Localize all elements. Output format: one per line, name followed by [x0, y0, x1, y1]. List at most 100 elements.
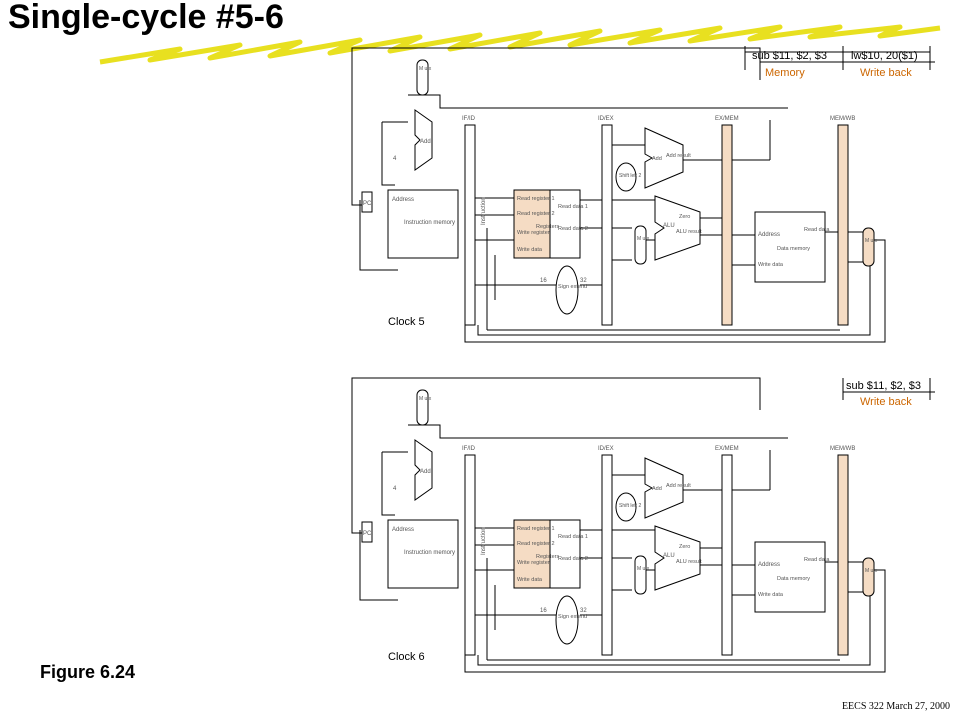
- pc-adder-label-clock6: Add: [420, 469, 431, 475]
- shift-left-2-clock6: [615, 492, 637, 522]
- registers-label-clock5: Registers: [536, 224, 559, 230]
- instruction-stage-1-clock5: Memory: [765, 67, 805, 79]
- alu-src-mux-clock5: [634, 225, 647, 265]
- pc-adder-clock5: [414, 109, 433, 171]
- pc-register-clock6: [361, 521, 373, 543]
- reg-write-data-label-clock5: Write data: [517, 247, 543, 253]
- dmem-read-data-label-clock6: Read data: [804, 557, 830, 563]
- dmem-address-label-clock6: Address: [758, 562, 780, 568]
- shift-left-2-label-clock5: Shift left 2: [619, 173, 641, 179]
- if-id-register-clock5: [464, 124, 476, 326]
- mem-wb-register-clock6: [837, 454, 849, 656]
- read-register-2-label-clock6: Read register 2: [517, 541, 555, 547]
- wb-mux-label-clock5: M u x: [865, 238, 878, 244]
- zero-label-clock5: Zero: [679, 214, 690, 220]
- mem-wb-label-clock5: MEM/WB: [830, 116, 855, 122]
- instruction-text-2-clock5: lw$10, 20($1): [851, 50, 918, 62]
- imem-address-label-clock6: Address: [392, 527, 414, 533]
- clock-label-clock5: Clock 5: [388, 316, 425, 328]
- id-ex-register-clock5: [601, 124, 613, 326]
- ex-mem-register-clock6: [721, 454, 733, 656]
- if-id-label-clock5: IF/ID: [462, 116, 476, 122]
- alu-label-clock6: ALU: [663, 553, 675, 559]
- figure-label: Figure 6.24: [40, 662, 136, 682]
- data-memory-clock5: [754, 211, 826, 283]
- instruction-overlay-clock6: [842, 378, 935, 400]
- pc-adder-label-clock5: Add: [420, 139, 431, 145]
- sign-extend-clock6: [555, 595, 579, 645]
- id-ex-register-clock6: [601, 454, 613, 656]
- shift-left-2-label-clock6: Shift left 2: [619, 503, 641, 509]
- mem-wb-register-clock5: [837, 124, 849, 326]
- alu-src-mux-clock6: [634, 555, 647, 595]
- alu-clock6: [654, 525, 701, 591]
- read-register-2-label-clock5: Read register 2: [517, 211, 555, 217]
- dmem-label-clock5: Data memory: [777, 246, 810, 252]
- datapath-panel-clock5: M u x IF/ID ID/EX EX/MEM MEM/WB Add 4 PC…: [351, 46, 935, 343]
- zero-label-clock6: Zero: [679, 544, 690, 550]
- register-file-clock5: [513, 189, 551, 259]
- wb-mux-label-clock6: M u x: [865, 568, 878, 574]
- clock-label-clock6: Clock 6: [388, 651, 425, 663]
- add-result-label-clock5: Add result: [666, 153, 691, 159]
- read-register-1-label-clock6: Read register 1: [517, 526, 555, 532]
- four-label-clock6: 4: [393, 486, 397, 492]
- alu-label-clock5: ALU: [663, 223, 675, 229]
- alu-src-mux-label-clock6: M u x: [637, 566, 650, 572]
- instruction-label-clock6: Instruction: [481, 527, 487, 555]
- sixteen-label-clock5: 16: [540, 278, 547, 284]
- imem-label-clock6: Instruction memory: [404, 550, 455, 556]
- branch-add-label-clock6: Add: [652, 486, 662, 492]
- instruction-memory-clock5: [387, 189, 459, 259]
- dmem-write-data-label-clock6: Write data: [758, 592, 784, 598]
- slide-footer: EECS 322 March 27, 2000: [841, 701, 950, 712]
- read-data-1-label-clock6: Read data 1: [558, 534, 588, 540]
- write-register-label-clock6: Write register: [517, 560, 550, 566]
- id-ex-label-clock6: ID/EX: [598, 446, 614, 452]
- slide-title: Single-cycle #5-6: [8, 0, 284, 36]
- alu-result-label-clock5: ALU result: [676, 229, 702, 235]
- wb-mux-clock5: [862, 227, 875, 267]
- write-register-label-clock5: Write register: [517, 230, 550, 236]
- id-ex-label-clock5: ID/EX: [598, 116, 614, 122]
- dmem-label-clock6: Data memory: [777, 576, 810, 582]
- thirty-two-label-clock6: 32: [580, 608, 587, 614]
- instruction-text-1-clock6: sub $11, $2, $3: [846, 380, 921, 392]
- ex-mem-label-clock5: EX/MEM: [715, 116, 739, 122]
- pc-mux-clock6: [416, 389, 429, 426]
- branch-adder-clock6: [644, 457, 684, 519]
- pc-mux-clock5: [416, 59, 429, 96]
- pc-label-clock5: PC: [363, 201, 372, 207]
- sign-extend-clock5: [555, 265, 579, 315]
- read-data-1-label-clock5: Read data 1: [558, 204, 588, 210]
- title-zigzag-decoration: [99, 24, 941, 65]
- instruction-text-1-clock5: sub $11, $2, $3: [752, 50, 827, 62]
- branch-add-label-clock5: Add: [652, 156, 662, 162]
- registers-label-clock6: Registers: [536, 554, 559, 560]
- sign-extend-label-clock5: Sign extend: [558, 284, 587, 290]
- ex-mem-register-clock5: [721, 124, 733, 326]
- read-register-1-label-clock5: Read register 1: [517, 196, 555, 202]
- instruction-stage-2-clock5: Write back: [860, 67, 912, 79]
- alu-clock5: [654, 195, 701, 261]
- instruction-memory-clock6: [387, 519, 459, 589]
- sixteen-label-clock6: 16: [540, 608, 547, 614]
- alu-result-label-clock6: ALU result: [676, 559, 702, 565]
- pc-mux-label-clock5: M u x: [419, 66, 432, 72]
- instruction-label-clock5: Instruction: [481, 197, 487, 225]
- pc-register-clock5: [361, 191, 373, 213]
- dmem-write-data-label-clock5: Write data: [758, 262, 784, 268]
- register-file-clock6: [513, 519, 551, 589]
- if-id-label-clock6: IF/ID: [462, 446, 476, 452]
- branch-adder-clock5: [644, 127, 684, 189]
- read-data-2-label-clock6: Read data 2: [558, 556, 588, 562]
- instruction-overlay-clock5: [744, 46, 935, 70]
- dmem-read-data-label-clock5: Read data: [804, 227, 830, 233]
- datapath-panel-clock6: M u x IF/ID ID/EX EX/MEM MEM/WB Add 4 PC…: [351, 377, 935, 673]
- register-file-outputs-clock6: [549, 519, 581, 589]
- thirty-two-label-clock5: 32: [580, 278, 587, 284]
- pc-mux-label-clock6: M u x: [419, 396, 432, 402]
- pc-label-clock6: PC: [363, 531, 372, 537]
- imem-label-clock5: Instruction memory: [404, 220, 455, 226]
